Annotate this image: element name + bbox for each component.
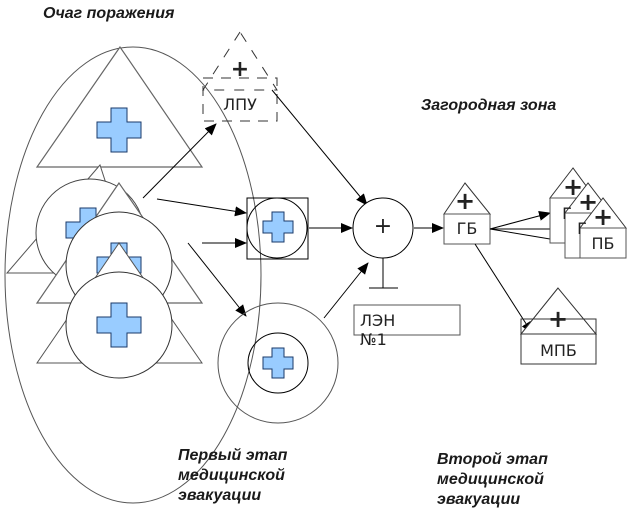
len-plus-icon: + — [373, 214, 393, 239]
medical-cross-icon — [262, 347, 294, 379]
arrow-to-first-stage-3 — [187, 242, 247, 317]
gb-plus-icon: + — [454, 187, 476, 215]
len-node[interactable] — [352, 197, 461, 336]
pb-label: ПБ — [591, 234, 615, 253]
lpu-node[interactable] — [202, 31, 278, 122]
len-label: ЛЭН №1 — [360, 311, 396, 349]
pb-back1-label: Г — [562, 204, 572, 223]
second-stage-title: Второй этап медицинской эвакуации — [437, 451, 548, 508]
mpb-plus-icon: + — [547, 305, 569, 333]
lesion-focus-oval — [4, 46, 262, 504]
mpb-node[interactable] — [519, 287, 598, 365]
arrow-circle-to-len — [323, 262, 369, 319]
arrow-lpu-to-len — [271, 89, 368, 206]
gb-node[interactable] — [443, 182, 492, 245]
arrow-to-first-stage-1 — [156, 198, 247, 217]
pb-node[interactable] — [578, 197, 628, 259]
hospital-cluster-bottom — [36, 242, 203, 379]
pb-plus-icon: + — [592, 203, 614, 231]
arrow-to-lpu — [142, 123, 217, 199]
lesion-focus-title: Очаг поражения — [43, 5, 175, 22]
gb-label: ГБ — [456, 219, 478, 238]
pb-back2-plus-icon: + — [577, 188, 599, 216]
arrow-gb-to-pb1 — [489, 211, 551, 230]
lpu-plus-icon: + — [230, 57, 250, 82]
suburban-zone-title: Загородная зона — [421, 97, 557, 114]
first-stage-unit[interactable] — [246, 197, 309, 260]
first-stage-double-circle[interactable] — [217, 302, 339, 424]
arrow-gb-to-mpb — [474, 243, 533, 334]
pb-back2-label: Г — [577, 219, 587, 238]
pb-back1-plus-icon: + — [562, 173, 584, 201]
lpu-label: ЛПУ — [223, 95, 257, 114]
first-stage-title: Первый этап медицинской эвакуации — [178, 447, 288, 504]
medical-cross-icon — [262, 211, 294, 243]
hospital-triangle-top — [35, 45, 204, 168]
mpb-label: МПБ — [540, 341, 577, 360]
